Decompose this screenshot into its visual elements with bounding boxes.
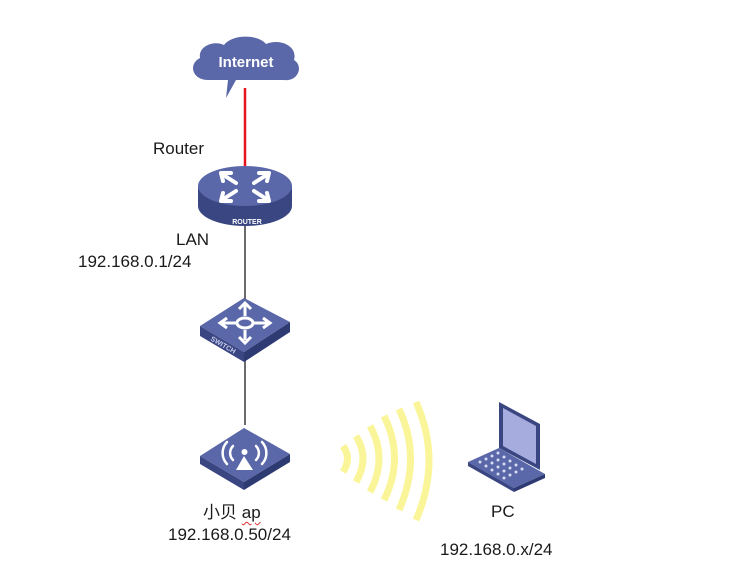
internet-cloud-icon: Internet (193, 36, 299, 98)
router-lan-ip: 192.168.0.1/24 (78, 252, 192, 271)
pc-ip: 192.168.0.x/24 (440, 540, 553, 559)
ap-label-en: ap (241, 503, 261, 522)
pc-label: PC (491, 502, 515, 521)
router-label: Router (153, 139, 205, 158)
router-icon: ROUTER (198, 166, 292, 226)
laptop-icon (468, 402, 545, 492)
ap-label: 小贝 ap (203, 503, 261, 523)
router-lan-interface-label: LAN (176, 230, 210, 249)
router-badge: ROUTER (232, 219, 262, 226)
wireless-ap-icon (200, 428, 290, 490)
switch-icon: SWITCH (200, 298, 290, 362)
internet-label: Internet (218, 54, 273, 71)
ap-ip: 192.168.0.50/24 (168, 525, 291, 544)
wireless-signal-icon (339, 400, 433, 522)
ap-label-cn: 小贝 (203, 503, 237, 522)
